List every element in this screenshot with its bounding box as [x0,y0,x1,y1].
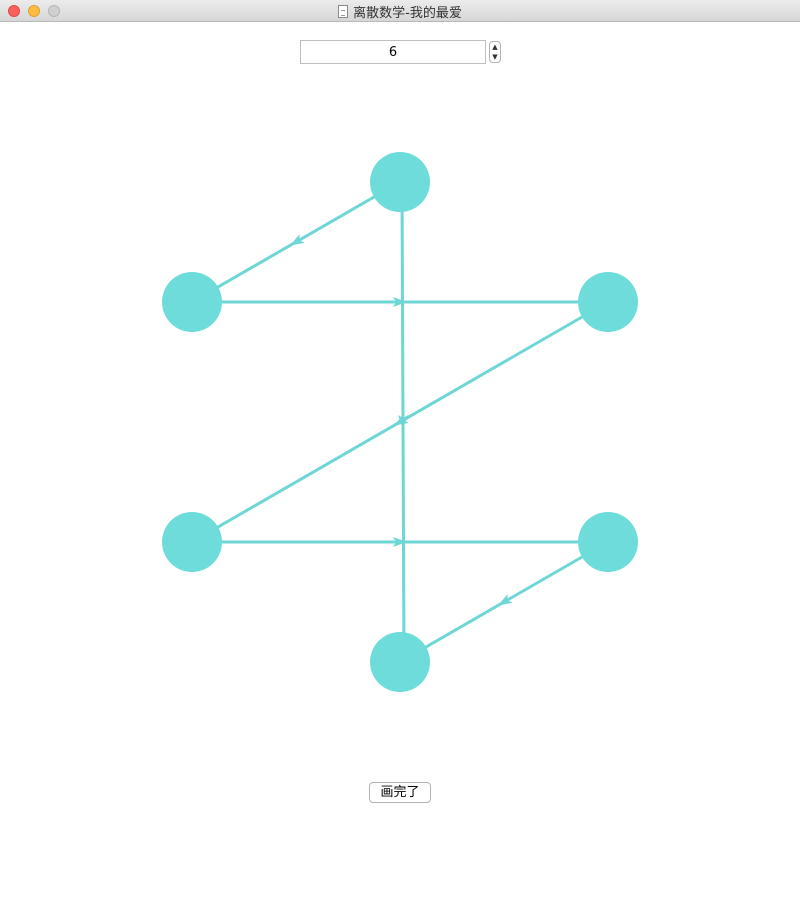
graph-node-upper-left[interactable] [162,272,222,332]
edge-lower-left-to-lower-right [192,537,608,547]
graph-canvas[interactable] [0,22,800,762]
graph-node-upper-right[interactable] [578,272,638,332]
arrowhead-icon [397,414,408,429]
edge-top-to-upper-left [191,180,401,304]
done-drawing-button[interactable]: 画完了 [369,782,431,803]
nodes-layer [162,152,638,692]
edge-upper-left-to-upper-right [192,297,608,307]
arrowhead-icon [393,537,407,547]
window-title: 离散数学-我的最爱 [353,5,462,21]
title-bar[interactable]: 离散数学-我的最爱 [0,0,800,22]
minimize-window-button[interactable] [28,5,40,17]
zoom-window-button[interactable] [48,5,60,17]
node-count-stepper[interactable]: ▲ ▼ [489,41,501,63]
title-group: 离散数学-我的最爱 [0,0,800,22]
close-window-button[interactable] [8,5,20,17]
edge-lower-right-to-bottom [399,540,609,664]
stepper-down-icon[interactable]: ▼ [492,53,498,61]
stepper-up-icon[interactable]: ▲ [492,43,498,51]
graph-node-lower-right[interactable] [578,512,638,572]
graph-node-lower-left[interactable] [162,512,222,572]
arrowhead-icon [289,234,305,246]
arrowhead-icon [497,594,513,606]
arrowhead-icon [393,297,407,307]
node-count-field[interactable] [300,40,486,64]
edge-top-to-bottom [397,181,408,663]
graph-node-top[interactable] [370,152,430,212]
document-icon [338,4,349,18]
edges-layer [191,180,609,664]
edge-upper-right-to-lower-left [191,300,609,544]
graph-node-bottom[interactable] [370,632,430,692]
